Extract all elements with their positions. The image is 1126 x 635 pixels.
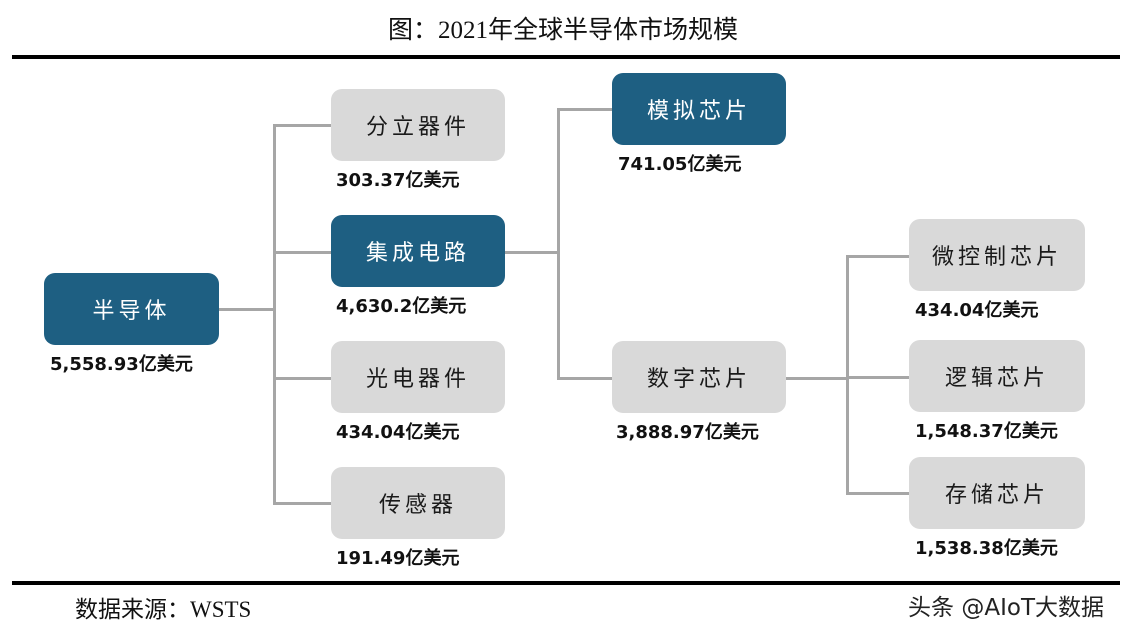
data-source: 数据来源：WSTS: [75, 597, 252, 622]
connector: [218, 308, 275, 311]
value-optoelectronics: 434.04亿美元: [336, 422, 460, 443]
value-mcu: 434.04亿美元: [915, 300, 1039, 321]
node-ic: 集成电路: [331, 215, 505, 287]
value-discrete: 303.37亿美元: [336, 170, 460, 191]
connector: [846, 255, 909, 258]
node-mcu: 微控制芯片: [909, 219, 1085, 291]
connector: [784, 377, 849, 380]
value-ic: 4,630.2亿美元: [336, 296, 467, 317]
value-logic: 1,548.37亿美元: [915, 421, 1058, 442]
watermark: 头条 @AIoT大数据: [908, 595, 1104, 621]
node-memory: 存储芯片: [909, 457, 1085, 529]
figure-title: 图：2021年全球半导体市场规模: [387, 17, 738, 44]
value-sensors: 191.49亿美元: [336, 548, 460, 569]
node-digital: 数字芯片: [612, 341, 786, 413]
node-semiconductor: 半导体: [44, 273, 219, 345]
node-analog: 模拟芯片: [612, 73, 786, 145]
connector: [846, 492, 909, 495]
connector: [846, 255, 849, 494]
value-digital: 3,888.97亿美元: [616, 422, 759, 443]
connector: [273, 124, 276, 504]
value-analog: 741.05亿美元: [618, 154, 742, 175]
connector: [557, 108, 560, 380]
node-discrete: 分立器件: [331, 89, 505, 161]
node-logic: 逻辑芯片: [909, 340, 1085, 412]
top-rule: [12, 55, 1120, 59]
node-sensors: 传感器: [331, 467, 505, 539]
connector: [273, 124, 331, 127]
bottom-rule: [12, 581, 1120, 585]
node-optoelectronics: 光电器件: [331, 341, 505, 413]
connector: [273, 377, 331, 380]
connector: [273, 502, 331, 505]
value-semiconductor: 5,558.93亿美元: [50, 354, 193, 375]
connector: [273, 251, 331, 254]
connector: [504, 251, 560, 254]
connector: [846, 376, 909, 379]
value-memory: 1,538.38亿美元: [915, 538, 1058, 559]
connector: [557, 377, 612, 380]
connector: [557, 108, 612, 111]
